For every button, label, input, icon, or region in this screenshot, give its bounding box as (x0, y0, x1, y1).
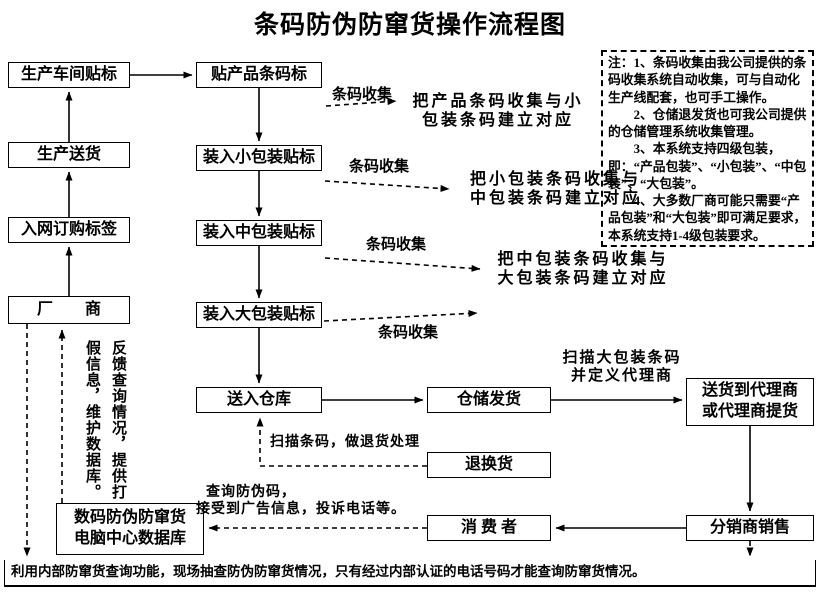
box-pack-large: 装入大包装贴标 (196, 302, 322, 328)
label-query-info: 查询防伪码， 接受到广告信息，投诉电话等。 (196, 485, 406, 517)
label-feedback-vertical-2: 假信息，维护数据库。 (84, 340, 100, 500)
box-returns: 退换货 (427, 452, 551, 478)
dashed-arrow-returns-to-warehouse (256, 417, 427, 467)
box-into-warehouse: 送入仓库 (196, 387, 322, 413)
label-scan-large-define-agent: 扫描大包装条码 并定义代理商 (562, 350, 682, 384)
box-distributor-sales: 分销商销售 (686, 515, 814, 541)
note-item-4: 4、大多数厂商可能只需要“产品包装”和“大包装”即可满足要求，本系统支持1-4级… (608, 194, 807, 243)
box-pack-small: 装入小包装贴标 (196, 145, 322, 171)
box-production-delivery: 生产送货 (8, 142, 130, 168)
internal-query-note: 利用内部防窜货查询功能，现场抽查防伪防窜货情况，只有经过内部认证的电话号码才能查… (4, 560, 816, 587)
label-map-small-medium: 把小包装条码收集与 中包装条码建立对应 (469, 171, 641, 208)
box-manufacturer: 厂 商 (8, 296, 130, 324)
label-barcode-collect-3: 条码收集 (366, 237, 427, 253)
label-map-product-small: 把产品条码收集与小 包装条码建立对应 (412, 93, 584, 130)
note-box: 注：1、条码收集由我公司提供的条码收集系统自动收集，可与自动化生产线配套，也可手… (601, 50, 814, 247)
dashed-arrow-collect-small (324, 180, 450, 192)
box-workshop-labeling: 生产车间贴标 (8, 62, 130, 88)
box-consumer: 消 费 者 (427, 515, 551, 541)
note-item-3: 3、本系统支持四级包装，即：“产品包装”、“小包装”、“中包装”、“大包装”。 (608, 142, 807, 191)
label-feedback-vertical-1: 反馈查询情况，提供打 (110, 340, 126, 500)
box-pack-medium: 装入中包装贴标 (196, 220, 322, 246)
label-barcode-collect-2: 条码收集 (349, 159, 410, 175)
label-map-medium-large: 把中包装条码收集与 大包装条码建立对应 (497, 251, 669, 288)
note-item-2: 2、仓储退发货也可我公司提供的仓储管理系统收集管理。 (608, 107, 807, 140)
box-database-center: 数码防伪防窜货 电脑中心数据库 (56, 503, 204, 555)
note-item-1: 注：1、条码收集由我公司提供的条码收集系统自动收集，可与自动化生产线配套，也可手… (608, 56, 807, 105)
dashed-arrow-collect-medium (324, 257, 481, 272)
label-scan-return: 扫描条码，做退货处理 (270, 435, 420, 450)
box-order-labels: 入网订购标签 (8, 217, 130, 243)
box-warehouse-dispatch: 仓储发货 (427, 387, 551, 413)
label-barcode-collect-1: 条码收集 (332, 87, 393, 103)
label-barcode-collect-4: 条码收集 (378, 325, 439, 341)
box-attach-product-barcode: 贴产品条码标 (196, 62, 322, 88)
dashed-arrow-collect-large (323, 309, 478, 322)
page-title: 条码防伪防窜货操作流程图 (253, 12, 566, 39)
dashed-arrow-collect-product (325, 98, 397, 107)
box-deliver-to-agent: 送货到代理商 或代理商提货 (686, 378, 814, 426)
